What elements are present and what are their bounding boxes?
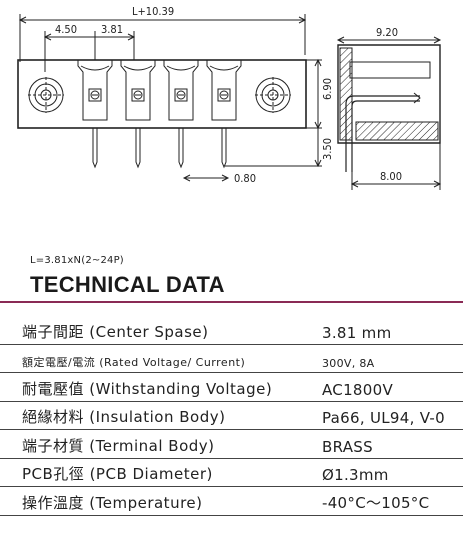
dim-pin-length: 3.50: [321, 138, 334, 160]
technical-drawing: L+10.39 4.50 3.81 6.90 3.50 0.80 9.20 8.…: [17, 5, 442, 190]
terminal-cell: [163, 60, 199, 121]
terminal-cell: [120, 60, 156, 121]
spec-value: Ø1.3mm: [322, 466, 389, 484]
dim-pitch: 3.81: [101, 23, 123, 36]
dim-pin-size: 0.80: [234, 172, 256, 185]
spec-value: 300V, 8A: [322, 357, 375, 370]
dim-side-base: 8.00: [380, 170, 402, 183]
spec-label: 操作溫度 (Temperature): [22, 493, 203, 512]
spec-table: 端子間距 (Center Spase) 3.81 mm 額定電壓/電流 (Rat…: [0, 316, 463, 516]
terminal-pin: [178, 128, 184, 169]
terminal-pin: [135, 128, 141, 169]
heading-rule: [0, 301, 463, 303]
terminal-cell: [77, 60, 113, 121]
spec-row-temperature: 操作溫度 (Temperature) -40°C～105°C: [0, 487, 463, 516]
spec-label: 端子材質 (Terminal Body): [22, 436, 215, 455]
dim-edge-offset: 4.50: [55, 23, 77, 36]
spec-row-pcb: PCB孔徑 (PCB Diameter) Ø1.3mm: [0, 459, 463, 487]
dim-height: 6.90: [321, 78, 334, 100]
spec-value: 3.81 mm: [322, 323, 392, 342]
spec-value: -40°C～105°C: [322, 493, 430, 512]
length-formula: L=3.81xN(2~24P): [30, 255, 124, 266]
terminal-pin: [221, 128, 227, 169]
dim-side-depth: 9.20: [376, 26, 398, 39]
spec-label: 端子間距 (Center Spase): [22, 322, 209, 341]
spec-label: 絕緣材料 (Insulation Body): [22, 408, 226, 426]
spec-label: 額定電壓/電流 (Rated Voltage/ Current): [22, 356, 246, 369]
spec-value: AC1800V: [322, 380, 394, 399]
section-heading: TECHNICAL DATA: [30, 272, 225, 297]
spec-row-withstanding: 耐電壓值 (Withstanding Voltage) AC1800V: [0, 373, 463, 402]
terminal-pin: [92, 128, 98, 169]
spec-label: 耐電壓值 (Withstanding Voltage): [22, 379, 273, 398]
spec-row-insulation: 絕緣材料 (Insulation Body) Pa66, UL94, V-0: [0, 402, 463, 430]
spec-value: BRASS: [322, 437, 373, 456]
dim-overall-length: L+10.39: [132, 5, 174, 18]
spec-row-terminal: 端子材質 (Terminal Body) BRASS: [0, 430, 463, 459]
spec-value: Pa66, UL94, V-0: [322, 409, 445, 427]
spec-row-rated: 額定電壓/電流 (Rated Voltage/ Current) 300V, 8…: [0, 345, 463, 373]
spec-row-center-space: 端子間距 (Center Spase) 3.81 mm: [0, 316, 463, 345]
terminal-cell: [206, 60, 242, 121]
spec-label: PCB孔徑 (PCB Diameter): [22, 465, 213, 483]
